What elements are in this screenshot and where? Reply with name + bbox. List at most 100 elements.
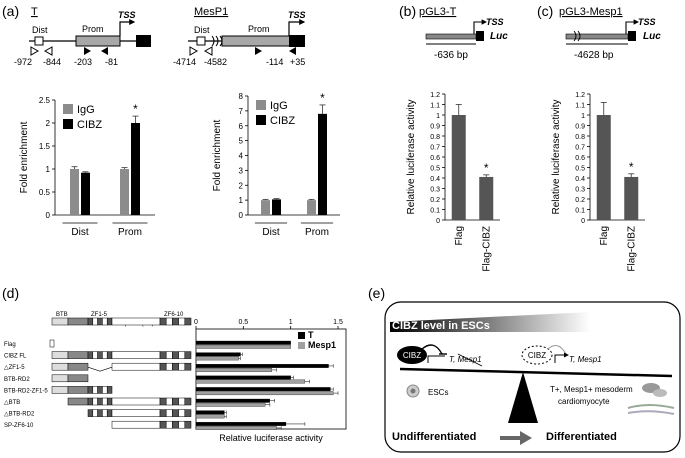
a-T-prom-label: Prom — [82, 24, 104, 34]
zinc-finger-box — [165, 317, 173, 326]
a-T-pos-1: -972 — [14, 57, 32, 67]
zinc-finger-box — [159, 409, 167, 417]
bar — [195, 402, 266, 407]
bar — [195, 352, 241, 357]
e-undiff-label: Undifferentiated — [392, 431, 476, 443]
sp-segment — [111, 397, 161, 406]
a-Mesp1-tss-label: TSS — [288, 10, 306, 20]
zinc-finger-box — [159, 317, 167, 326]
zinc-finger-box — [102, 351, 108, 359]
panel-label-b: (b) — [399, 3, 417, 19]
sp-segment — [111, 362, 161, 371]
b-construct-name: pGL3-T — [419, 6, 457, 18]
zinc-finger-box — [97, 386, 103, 394]
legend-swatch — [298, 342, 305, 349]
a-T-exon — [136, 35, 151, 47]
a-Mesp1-pos-3: -114 — [266, 57, 283, 67]
bar — [596, 115, 611, 220]
zinc-finger-box — [102, 409, 108, 417]
construct-label: BTB-RD2-ZF1-5 — [4, 388, 48, 394]
btb-segment — [51, 362, 69, 371]
e-model: CIBZ level in ESCs CIBZ T, Mesp1 CIBZ T,… — [384, 301, 681, 453]
x-tick-label: Prom — [305, 227, 329, 238]
zinc-finger-box — [159, 362, 167, 371]
zinc-finger-box — [178, 409, 186, 417]
e-cibz-low-label: CIBZ — [528, 351, 546, 360]
x-axis-title: Relative luciferase activity — [219, 433, 323, 443]
a-T-pos-4: -81 — [105, 57, 118, 67]
zinc-finger-box — [159, 420, 167, 429]
zinc-finger-box — [97, 409, 103, 417]
zinc-finger-box — [92, 397, 98, 406]
zinc-finger-box — [178, 420, 186, 429]
panel-label-c: (c) — [537, 3, 554, 19]
bar — [195, 398, 270, 403]
y-tick-label: 4 — [239, 152, 244, 161]
zinc-finger-box — [159, 351, 167, 359]
e-cibz-high-label: CIBZ — [403, 351, 421, 360]
zinc-finger-box — [87, 397, 94, 406]
e-mesoderm-label: T+, Mesp1+ mesoderm — [550, 385, 633, 394]
y-tick-label: 0.5 — [39, 188, 51, 197]
y-tick-label: 0 — [436, 218, 440, 225]
c-luc-label: Luc — [643, 31, 661, 42]
sp-segment — [111, 409, 161, 417]
bar — [195, 344, 291, 349]
y-tick-label: 0.6 — [430, 155, 440, 162]
panel-label-e: (e) — [368, 285, 386, 301]
zinc-finger-box — [178, 351, 186, 359]
legend-label: IgG — [270, 100, 288, 112]
zinc-finger-box — [106, 397, 113, 406]
zinc-finger-box — [102, 386, 108, 394]
y-tick-label: 3 — [239, 166, 244, 175]
a-T-diagram: T Dist Prom TSS -972 -844 -203 -81 — [14, 6, 151, 67]
zinc-finger-box — [165, 397, 173, 406]
y-tick-label: 0.5 — [430, 166, 440, 173]
d-domain-diagram: BTB ZF1-5 Spacer (SP) ZF6-10 RD2 FlagCIB… — [4, 312, 192, 429]
y-tick-label: 1 — [581, 113, 585, 120]
e-esc-label: ESCs — [428, 388, 448, 397]
bar — [81, 172, 90, 215]
chart-b: 00.10.20.30.40.50.60.70.80.911.11.2Relat… — [406, 92, 500, 272]
y-tick-label: 8 — [239, 92, 244, 101]
b-luc-label: Luc — [490, 31, 508, 42]
significance-star: * — [629, 160, 634, 174]
y-axis-title: Fold enrichment — [212, 119, 223, 191]
y-tick-label: 0 — [239, 211, 244, 220]
e-cibz-high — [397, 346, 427, 364]
e-genes-off: T, Mesp1 — [449, 355, 482, 364]
zinc-finger-box — [184, 420, 192, 429]
bar — [70, 169, 79, 215]
bar — [195, 356, 239, 361]
zinc-finger-box — [172, 317, 179, 326]
e-cardiomyocyte-label: cardiomyocyte — [558, 397, 610, 406]
legend-label: CIBZ — [77, 119, 102, 131]
zinc-finger-box — [92, 386, 98, 394]
bar — [195, 426, 277, 430]
y-tick-label: 0.3 — [575, 187, 585, 194]
legend-swatch — [298, 332, 305, 339]
y-tick-label: 2 — [239, 181, 244, 190]
a-T-tss-label: TSS — [118, 10, 136, 20]
chart-c: 00.10.20.30.40.50.60.70.80.911.11.2Relat… — [551, 92, 645, 272]
a-Mesp1-tss-arrow — [288, 19, 306, 36]
zinc-finger-box — [102, 397, 108, 406]
a-Mesp1-prom-box — [221, 35, 291, 47]
zinc-finger-box — [165, 351, 173, 359]
bar — [318, 113, 327, 215]
bar — [131, 123, 140, 215]
rd2-segment — [67, 362, 89, 371]
sp-segment — [111, 351, 161, 359]
bar — [195, 375, 291, 380]
bar — [624, 176, 639, 220]
a-T-dist-box — [34, 36, 44, 46]
significance-star: * — [320, 91, 325, 105]
a-T-pos-3: -203 — [74, 57, 92, 67]
y-tick-label: 0.2 — [430, 197, 440, 204]
y-tick-label: 0.4 — [430, 176, 440, 183]
rd2-segment — [67, 397, 89, 406]
a-T-prom-box — [75, 35, 121, 47]
